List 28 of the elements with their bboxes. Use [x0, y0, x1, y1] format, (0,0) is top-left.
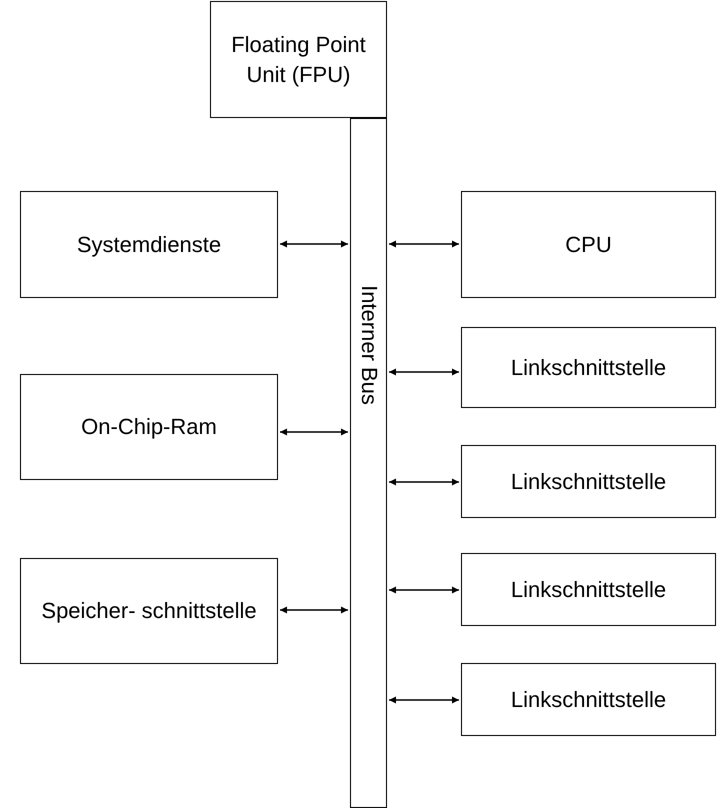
double-arrow [389, 586, 459, 594]
double-arrow [280, 240, 348, 248]
component-box [461, 327, 716, 408]
double-arrow [389, 478, 459, 486]
box-label: Linkschnittstelle [510, 354, 668, 382]
box-label: On-Chip-Ram [80, 413, 218, 441]
component-box [20, 558, 278, 664]
component-box [20, 374, 278, 480]
box-label: Systemdienste [76, 230, 222, 259]
component-box [210, 1, 387, 118]
double-arrow [389, 368, 459, 376]
double-arrow [280, 428, 348, 436]
box-label: Speicher- schnittstelle [40, 597, 258, 625]
box-label: CPU [564, 230, 613, 258]
double-arrow [280, 606, 348, 614]
double-arrow [389, 696, 459, 704]
component-box [461, 553, 716, 626]
component-box [461, 191, 716, 298]
box-label: Floating Point Unit (FPU) [230, 30, 367, 88]
component-box [461, 445, 716, 518]
box-label: Linkschnittstelle [510, 686, 668, 714]
box-label: Linkschnittstelle [510, 468, 668, 496]
bus-bar [350, 118, 387, 808]
component-box [461, 663, 716, 736]
box-label: Linkschnittstelle [510, 576, 668, 604]
bus-label: Interner Bus [358, 285, 380, 405]
component-box [20, 191, 278, 298]
double-arrow [389, 240, 459, 248]
